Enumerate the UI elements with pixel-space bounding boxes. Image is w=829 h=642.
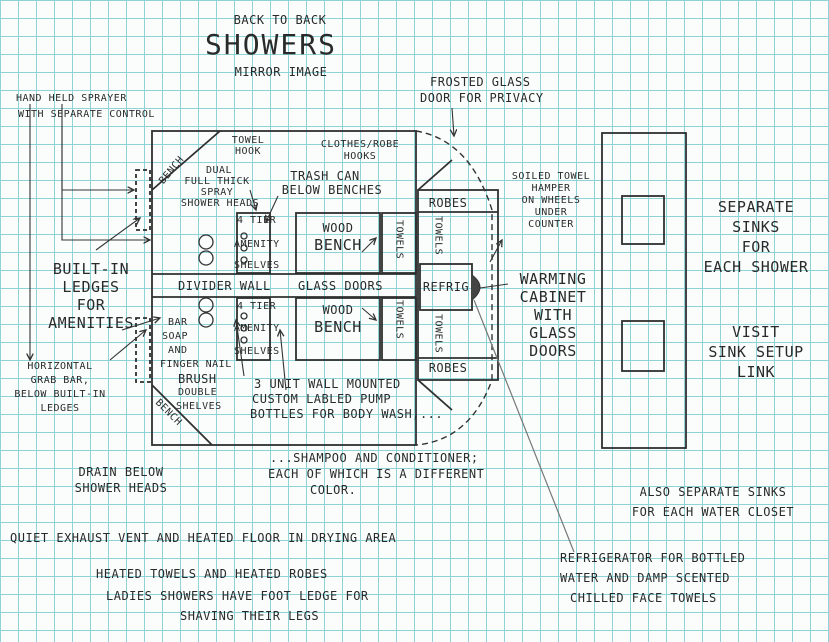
visit-1[interactable]: VISIT [732, 323, 780, 341]
dual-heads-2: FULL THICK [184, 176, 250, 187]
heated-3: SHAVING THEIR LEGS [180, 609, 320, 623]
builtin-3: FOR [76, 296, 106, 314]
heated-2: LADIES SHOWERS HAVE FOOT LEDGE FOR [106, 589, 369, 603]
wood-bench-top-1: WOOD [322, 221, 354, 235]
frosted-label-1: FROSTED GLASS [430, 75, 531, 89]
amenity-bottom-3: SHELVES [234, 346, 280, 357]
exhaust-label: QUIET EXHAUST VENT AND HEATED FLOOR IN D… [10, 531, 397, 545]
towels-3: TOWELS [432, 216, 444, 256]
grab-bar-1: HORIZONTAL [27, 361, 93, 372]
shampoo-2: EACH OF WHICH IS A DIFFERENT [268, 467, 485, 481]
pump-1: 3 UNIT WALL MOUNTED [254, 377, 401, 391]
shower-room-outline [151, 130, 417, 446]
shampoo-3: COLOR. [310, 483, 357, 497]
bar-soap-3: AND [168, 345, 188, 356]
amenity-top-1: 4 TIER [237, 215, 277, 226]
towels-1: TOWELS [393, 220, 405, 260]
also-sinks-1: ALSO SEPARATE SINKS [639, 485, 787, 499]
pump-3: BOTTLES FOR BODY WASH,... [250, 407, 444, 421]
brush-label: BRUSH [178, 372, 217, 386]
sinks-4: EACH SHOWER [703, 258, 809, 276]
clothes-hooks-label-1: CLOTHES/ROBE [320, 139, 400, 150]
wood-bench-top-2: BENCH [314, 236, 362, 254]
builtin-1: BUILT-IN [52, 260, 130, 278]
towels-2: TOWELS [393, 300, 405, 340]
sinks-3: FOR [741, 238, 771, 256]
drain-2: SHOWER HEADS [74, 481, 168, 495]
warming-1: WARMING [519, 270, 587, 288]
title-line2: SHOWERS [204, 28, 337, 61]
title-line1: BACK TO BACK [233, 13, 327, 27]
sinks-2: SINKS [732, 218, 780, 236]
bar-soap-2: SOAP [162, 331, 189, 342]
refrigerator-note-3: CHILLED FACE TOWELS [570, 591, 717, 605]
soiled-2: HAMPER [531, 183, 571, 194]
soiled-4: UNDER [534, 207, 568, 218]
builtin-4: AMENITIES [48, 314, 134, 332]
grab-bar-4: LEDGES [40, 403, 80, 414]
wood-bench-bottom-2: BENCH [314, 318, 362, 336]
divider-label: DIVIDER WALL [178, 279, 271, 293]
sinks-1: SEPARATE [717, 198, 795, 216]
hand-held-label-2: WITH SEPARATE CONTROL [18, 109, 155, 120]
visit-3[interactable]: LINK [736, 363, 776, 381]
amenity-top-3: SHELVES [234, 260, 280, 271]
amenity-bottom-2: AMENITY [234, 323, 280, 334]
amenity-bottom-1: 4 TIER [237, 301, 277, 312]
warming-2: CABINET [519, 288, 587, 306]
soiled-1: SOILED TOWEL [511, 171, 591, 182]
glass-doors-label: GLASS DOORS [298, 279, 383, 293]
visit-2[interactable]: SINK SETUP [708, 343, 804, 361]
soiled-5: COUNTER [528, 219, 574, 230]
dual-heads-1: DUAL [205, 165, 233, 176]
refrig-label: REFRIG [422, 280, 470, 294]
shampoo-1: ...SHAMPOO AND CONDITIONER; [270, 451, 479, 465]
frosted-label-2: DOOR FOR PRIVACY [420, 91, 544, 105]
towel-hook-label-1: TOWEL [231, 135, 265, 146]
soiled-3: ON WHEELS [521, 195, 581, 206]
finger-nail-label: FINGER NAIL [160, 359, 232, 370]
warming-5: DOORS [529, 342, 577, 360]
trash-label-1: TRASH CAN [290, 169, 360, 183]
grab-bar-3: BELOW BUILT-IN [14, 389, 106, 400]
title-line3: MIRROR IMAGE [234, 65, 328, 79]
sinks-outline [601, 132, 687, 449]
amenity-top-2: AMENITY [234, 239, 280, 250]
trash-label-2: BELOW BENCHES [281, 183, 383, 197]
drain-1: DRAIN BELOW [78, 465, 164, 479]
dual-heads-4: SHOWER HEADS [180, 198, 260, 209]
warming-4: GLASS [529, 324, 577, 342]
double-shelves-2: SHELVES [176, 401, 222, 412]
grab-bar-2: GRAB BAR, [30, 375, 90, 386]
clothes-hooks-label-2: HOOKS [343, 151, 377, 162]
also-sinks-2: FOR EACH WATER CLOSET [631, 505, 795, 519]
towels-4: TOWELS [432, 314, 444, 354]
double-shelves-1: DOUBLE [178, 387, 218, 398]
towel-hook-label-2: HOOK [234, 146, 262, 157]
hand-held-label-1: HAND HELD SPRAYER [16, 93, 127, 104]
robes-top: ROBES [428, 196, 468, 210]
refrigerator-note-2: WATER AND DAMP SCENTED [560, 571, 730, 585]
heated-1: HEATED TOWELS AND HEATED ROBES [96, 567, 328, 581]
bar-soap-1: BAR [168, 317, 188, 328]
dual-heads-3: SPRAY [200, 187, 234, 198]
refrigerator-note-1: REFRIGERATOR FOR BOTTLED [560, 551, 746, 565]
warming-3: WITH [533, 306, 573, 324]
pump-2: CUSTOM LABLED PUMP [252, 392, 392, 406]
builtin-2: LEDGES [62, 278, 120, 296]
wood-bench-bottom-1: WOOD [322, 303, 354, 317]
robes-bottom: ROBES [428, 361, 468, 375]
